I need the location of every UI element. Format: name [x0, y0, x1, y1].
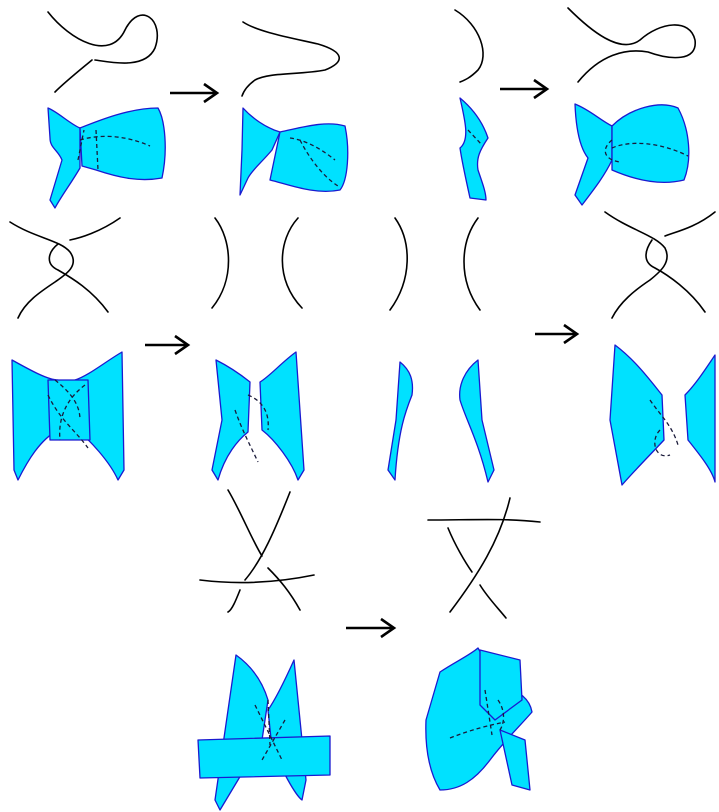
smoothed-surface	[239, 107, 349, 196]
surface-sheet-loop	[79, 107, 166, 181]
arc-surface	[459, 97, 489, 201]
move-2-result	[567, 7, 696, 206]
arrow-1	[170, 82, 220, 104]
move-4-result	[425, 497, 541, 791]
arc-curve	[454, 9, 484, 83]
kink-curve	[47, 11, 158, 93]
move-1-result	[239, 21, 349, 196]
split-band-surface	[211, 351, 305, 481]
move-3-crossing	[9, 217, 125, 481]
smoothed-curve	[241, 21, 340, 97]
move-3-split	[387, 217, 495, 483]
twisted-band-surface-2	[609, 344, 716, 486]
twisted-band-surface	[11, 351, 125, 481]
surface-sheet-left	[47, 107, 81, 209]
arrow-4	[535, 323, 580, 345]
move-4-start	[197, 489, 331, 811]
kink-surface	[47, 107, 166, 209]
triple-surface	[197, 654, 331, 811]
kink-surface-2	[574, 103, 690, 206]
arrow-5	[346, 617, 397, 639]
kink-curve-2	[567, 7, 696, 83]
move-3-result	[604, 211, 716, 486]
arrow-2	[500, 78, 550, 100]
saddle-surfaces	[387, 359, 495, 483]
move-1-kink	[47, 11, 166, 209]
surface-hidden-edge	[77, 129, 151, 171]
move-3-middle	[211, 217, 305, 481]
triple-surface-2	[425, 647, 533, 791]
arrow-3	[145, 334, 191, 356]
move-2-start	[454, 9, 489, 201]
